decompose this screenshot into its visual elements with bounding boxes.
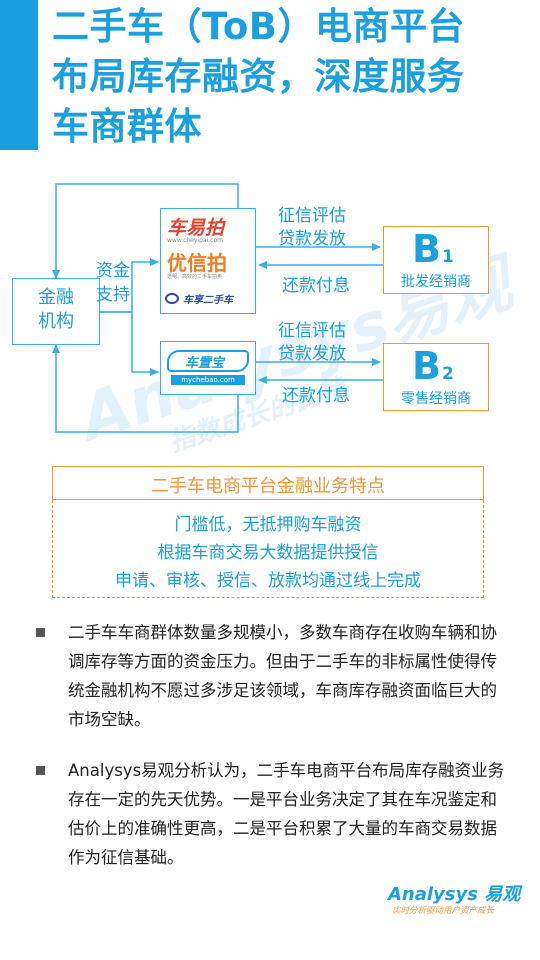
logo-cheyipai-url: www.cheyipai.com [167,237,223,244]
flow-bottom-repay: 还款付息 [282,386,350,406]
feature-item-3: 申请、审核、授信、放款均通过线上完成 [115,571,421,591]
car-logo-icon [167,350,249,372]
features-header: 二手车电商平台金融业务特点 [151,476,385,497]
platform-group-bottom: 车置宝 mychebao.com [160,341,256,395]
flow-top-repay: 还款付息 [282,276,350,296]
page-title-line-3: 车商群体 [52,105,202,148]
logo-youxinpai-slogan: 透明、高效的二手车拍卖 [167,274,223,280]
bullet-icon [36,766,45,775]
logo-chezhibao-url: mychebao.com [171,375,245,385]
chexiang-logo-icon [165,293,179,304]
flow-connectors [52,183,383,433]
flow-top-loan-issue: 贷款发放 [278,229,346,249]
b2-retail-dealer: B 2 零售经销商 [383,343,489,411]
flow-bottom-loan-issue: 贷款发放 [278,344,346,364]
b1-wholesale-dealer: B 1 批发经销商 [383,226,489,294]
logo-chexiang: 车享二手车 [183,295,233,306]
brand-logo: Analysys 易观 [388,884,521,905]
flow-bottom-credit-eval: 征信评估 [278,321,346,341]
bullet-paragraph-2: Analysys易观分析认为，二手车电商平台布局库存融资业务存在一定的先天优势。… [68,761,505,867]
feature-item-1: 门槛低，无抵押购车融资 [174,515,362,535]
bullet-paragraph-1: 二手车车商群体数量多规模小，多数车商存在收购车辆和协调库存等方面的资金压力。但由… [68,623,497,729]
finance-org-node: 金融 机构 [12,278,100,345]
page-title-line-2: 布局库存融资，深度服务 [52,55,465,98]
finance-org-label-line1: 金融 [38,287,74,308]
logo-chezhibao: 车置宝 [185,356,225,371]
features-list-box: 门槛低，无抵押购车融资 根据车商交易大数据提供授信 申请、审核、授信、放款均通过… [52,500,484,598]
funding-label-line2: 支持 [96,285,130,305]
b2-label: 零售经销商 [401,391,471,407]
feature-item-2: 根据车商交易大数据提供授信 [157,543,379,563]
b2-subscript: 2 [442,364,454,384]
brand-tagline: 实时分析驱动用户资产成长 [392,906,495,916]
platform-group-top: 车易拍 www.cheyipai.com 优信拍 透明、高效的二手车拍卖 车享二… [160,208,256,314]
bullet-icon [36,628,45,637]
b1-label: 批发经销商 [401,274,471,290]
finance-org-label-line2: 机构 [38,311,74,332]
b2-letter: B [412,344,441,388]
page-title-line-1: 二手车（ToB）电商平台 [52,5,465,48]
b1-letter: B [412,227,441,271]
title-accent-bar [0,0,38,150]
features-header-box: 二手车电商平台金融业务特点 [52,466,484,500]
flow-top-credit-eval: 征信评估 [278,206,346,226]
funding-label-line1: 资金 [96,261,130,281]
b1-subscript: 1 [442,247,454,267]
logo-cheyipai: 车易拍 [167,217,225,239]
logo-youxinpai: 优信拍 [167,251,227,275]
